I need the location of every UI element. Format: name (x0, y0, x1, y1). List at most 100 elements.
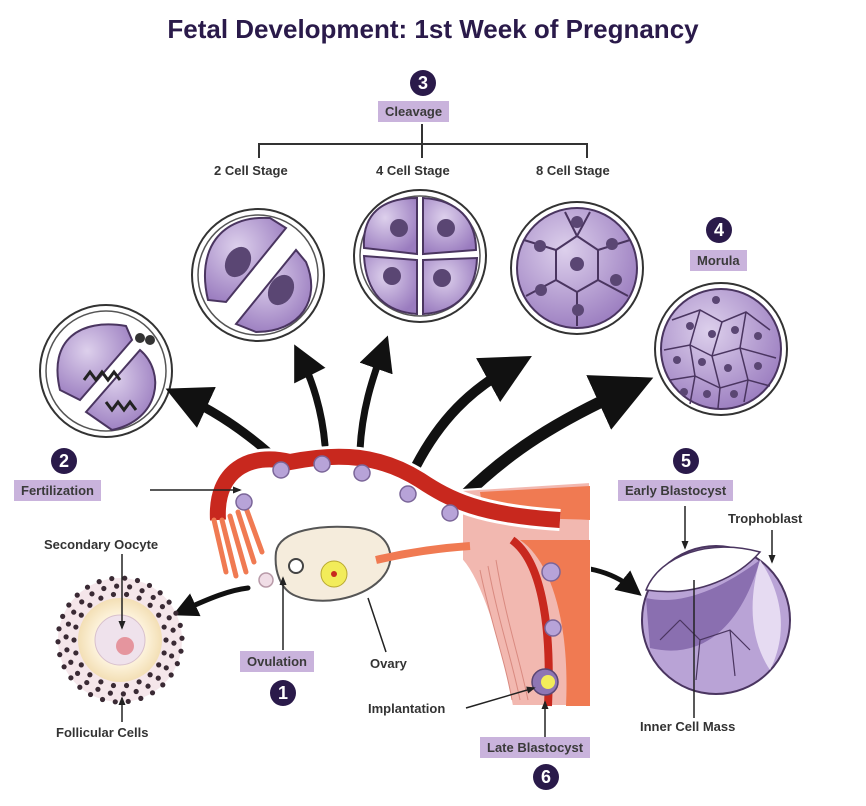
follicular-cell-dot (171, 640, 177, 646)
follicular-cell-dot (109, 575, 115, 582)
follicular-cell-dot (101, 585, 107, 592)
follicular-cell-dot (66, 602, 72, 608)
follicular-cell-dot (133, 688, 139, 695)
progression-arrows (165, 335, 654, 617)
follicular-cell-dot (89, 591, 95, 597)
uterus-tissue (461, 480, 591, 707)
follicular-cell-dot (87, 602, 93, 608)
follicular-cell-dot (123, 682, 130, 689)
follicular-cell-dot (160, 682, 166, 688)
follicular-cell-dot (110, 682, 117, 689)
follicular-cell-dot (127, 584, 133, 590)
step-5-label: Early Blastocyst (618, 480, 734, 501)
step-4-label: Morula (690, 250, 747, 271)
follicular-cell-dot (65, 621, 72, 627)
follicular-cell-dot (155, 675, 161, 681)
two-cell-embryo (191, 208, 325, 342)
follicular-cell-dot (74, 592, 80, 598)
follicular-cell-dot (84, 679, 90, 686)
follicular-cell-dot (60, 613, 66, 619)
follicular-cell-dot (150, 594, 156, 601)
follicular-cell-dot (163, 665, 169, 671)
step-3-label: Cleavage (378, 101, 450, 122)
follicular-cell-dot (136, 679, 142, 685)
follicular-cell-dot (96, 579, 102, 585)
inner-cell-mass-label: Inner Cell Mass (640, 719, 736, 734)
follicular-cell-dot (63, 634, 69, 640)
follicular-cell-dot (139, 588, 145, 594)
implantation-label: Implantation (368, 701, 446, 716)
follicular-cell-dot (166, 615, 172, 621)
step-2-label: Fertilization (14, 480, 101, 501)
follicular-cell-dot (156, 612, 162, 618)
follicular-cell-dot (56, 626, 62, 632)
follicular-cell-dot (120, 691, 126, 697)
follicular-cell-dot (168, 653, 175, 659)
follicular-cell-dot (157, 590, 163, 596)
late-blastocyst (531, 668, 559, 696)
follicular-cell-dot (161, 624, 167, 630)
follicular-cells-label: Follicular Cells (56, 725, 149, 740)
follicular-cell-dot (123, 591, 130, 598)
follicular-cell-dot (161, 650, 167, 656)
follicular-cell-dot (71, 637, 77, 643)
follicular-cell-dot (68, 659, 74, 665)
secondary-oocyte-label: Secondary Oocyte (44, 537, 159, 552)
step-2-number: 2 (51, 448, 77, 474)
follicular-cell-dot (146, 582, 153, 589)
four-cell-embryo (353, 189, 487, 323)
follicular-cell-dot (98, 679, 104, 685)
follicular-cell-dot (134, 577, 141, 584)
follicular-cell-dot (73, 624, 79, 630)
fallopian-tube (206, 445, 562, 637)
follicular-cell-dot (125, 698, 131, 705)
follicular-cell-dot (77, 684, 83, 690)
diagram-title: Fetal Development: 1st Week of Pregnancy (167, 14, 699, 44)
follicular-cell-dot (159, 604, 166, 610)
follicular-cell-dot (122, 575, 128, 581)
follicular-cell-dot (87, 691, 94, 698)
trophoblast-label: Trophoblast (728, 511, 803, 526)
follicular-cell-dot (64, 647, 70, 653)
eight-cell-stage-label: 8 Cell Stage (536, 163, 610, 178)
follicular-cell-dot (136, 595, 142, 601)
step-3-number: 3 (410, 70, 436, 96)
follicular-cell-dot (110, 591, 117, 598)
follicular-cell-dot (166, 599, 172, 605)
follicular-cell-dot (147, 602, 153, 608)
follicular-cell-dot (68, 675, 74, 681)
follicular-cell-dot (87, 672, 93, 678)
follicular-cell-dot (114, 583, 120, 589)
follicular-cell-dot (61, 664, 67, 670)
step-5-number: 5 (673, 448, 699, 474)
follicular-cell-dot (173, 610, 179, 616)
follicular-cell-dot (74, 670, 81, 676)
follicular-cell-dot (179, 635, 185, 641)
follicular-cell-dot (138, 695, 144, 701)
two-cell-stage-label: 2 Cell Stage (214, 163, 288, 178)
follicular-cell-dot (177, 622, 183, 628)
follicular-cell-dot (112, 699, 118, 705)
step-6-number: 6 (533, 764, 559, 790)
label-pointers (118, 486, 776, 738)
follicular-cell-dot (98, 595, 104, 601)
follicular-cell-dot (71, 609, 77, 615)
follicular-cell-dot (178, 648, 184, 654)
follicular-cell-dot (73, 650, 79, 656)
cleavage-bracket (258, 124, 588, 158)
follicular-cell-dot (95, 686, 101, 692)
step-4-number: 4 (706, 217, 732, 243)
follicular-cell-dot (168, 672, 174, 678)
step-1-number: 1 (270, 680, 296, 706)
follicular-cell-dot (147, 672, 153, 678)
follicular-cell-dot (174, 661, 180, 667)
follicular-cell-dot (145, 683, 151, 689)
secondary-oocyte (55, 575, 185, 705)
follicular-cell-dot (84, 584, 91, 590)
morula-embryo (654, 282, 788, 416)
early-blastocyst (641, 545, 791, 695)
follicular-cell-dot (156, 662, 162, 668)
follicular-cell-dot (99, 696, 106, 703)
